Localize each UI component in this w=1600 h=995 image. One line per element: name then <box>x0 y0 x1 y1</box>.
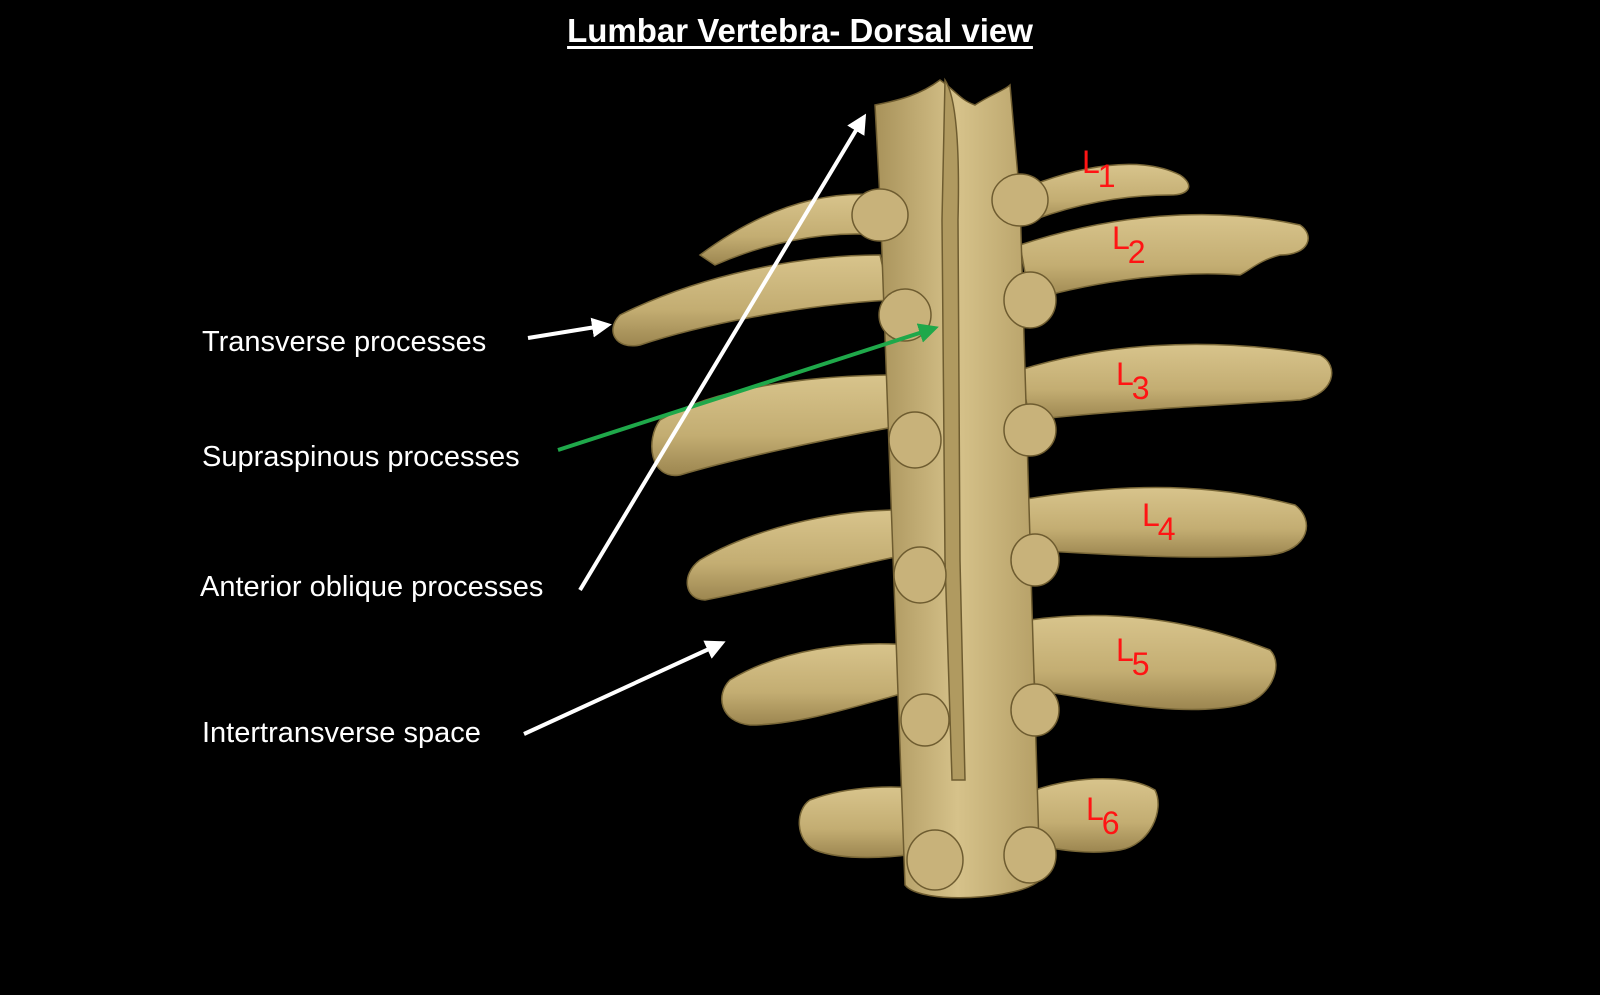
vertebra-label-l5: L5 <box>1116 632 1150 682</box>
callout-transverse-processes: Transverse processes <box>202 326 487 358</box>
callout-intertransverse-space: Intertransverse space <box>202 717 481 749</box>
arrows <box>523 113 939 736</box>
diagram-title: Lumbar Vertebra- Dorsal view <box>567 12 1033 49</box>
vertebra-label-l3: L3 <box>1116 356 1150 406</box>
callout-supraspinous-processes: Supraspinous processes <box>202 441 520 473</box>
vertebra-label-l2: L2 <box>1112 220 1146 270</box>
vertebra-label-l6: L6 <box>1086 791 1120 841</box>
arrow-intertransverse-space <box>523 640 726 736</box>
vertebra-label-l4: L4 <box>1142 497 1176 547</box>
transverse-processes <box>612 163 1333 859</box>
vertebra-label-l1: L1 <box>1082 144 1116 194</box>
vertebral-column <box>851 77 1060 899</box>
arrow-supraspinous-processes <box>557 323 939 452</box>
arrow-transverse-processes <box>527 317 612 340</box>
callout-anterior-oblique-processes: Anterior oblique processes <box>200 571 544 603</box>
arrow-anterior-oblique-processes <box>578 113 867 592</box>
